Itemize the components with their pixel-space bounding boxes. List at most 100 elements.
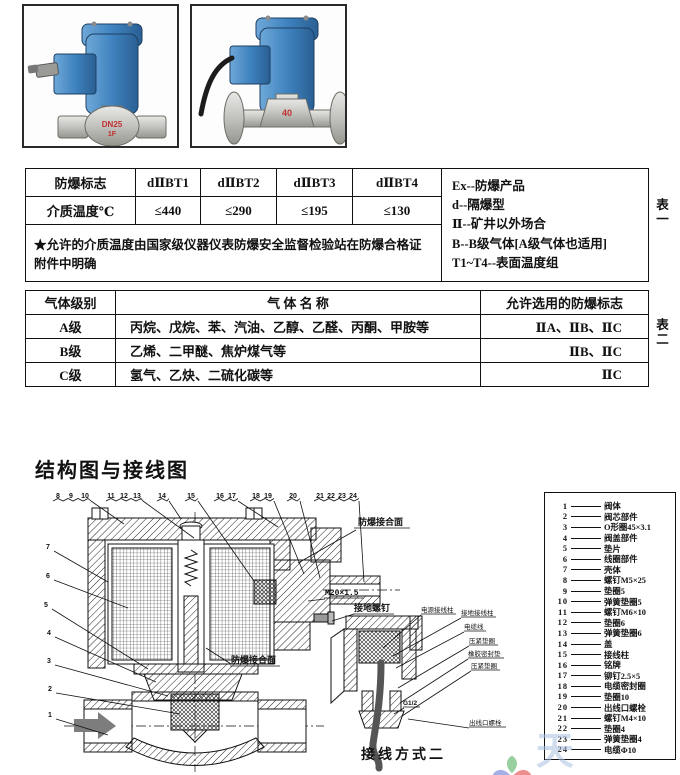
t2-header-grade: 气体级别 (25, 290, 116, 315)
callout-number: 21 (316, 493, 324, 500)
callout-group-mark (213, 498, 239, 502)
label-press-washer-1: 压紧垫圈 (469, 636, 495, 645)
callout-leader (55, 692, 181, 715)
callout-number: 8 (56, 493, 60, 500)
callout-number: 3 (47, 658, 51, 665)
t2-grade: C级 (25, 362, 116, 387)
callout-leader (54, 636, 157, 683)
callout-number: 19 (264, 493, 272, 500)
t1-cell: dⅡBT3 (276, 168, 353, 197)
label-rubber-seal: 橡胶密封垫 (468, 649, 501, 658)
section-title: 结构图与接线图 (35, 460, 189, 482)
t2-gases: 氢气、乙炔、二硫化碳等 (115, 362, 481, 387)
callout-leader (55, 718, 109, 736)
main-valve-section (64, 507, 400, 772)
callout-number: 14 (158, 493, 166, 500)
temperature-note: ★允许的介质温度由国家级仪器仪表防爆安全监督检验站在防爆合格证附件中明确 (25, 224, 442, 282)
wiring-method-caption: 接线方式二 (361, 746, 446, 762)
callout-leader (273, 500, 305, 575)
valve-mark-dn25: DN25 (102, 120, 123, 129)
threaded-port-right (135, 115, 167, 139)
legend-line: d--隔爆型 (452, 197, 505, 212)
callout-number: 24 (349, 493, 357, 500)
flange-left (223, 91, 245, 145)
legend-line: T1~T4--表面温度组 (452, 256, 559, 271)
callout-number: 11 (107, 493, 115, 500)
t2-grade: A级 (25, 314, 116, 339)
t1-cell: ≤440 (135, 196, 201, 225)
label-thread-m20: M20×1.5 (325, 589, 359, 598)
callout-group-mark (184, 498, 199, 502)
callout-leader (299, 500, 321, 579)
t2-gases: 丙烷、戊烷、苯、汽油、乙醇、乙醛、丙酮、甲胺等 (115, 314, 481, 339)
t1-cell: dⅡBT2 (200, 168, 277, 197)
legend-line: Ⅱ--矿井以外场合 (452, 217, 546, 232)
junction-box (53, 53, 97, 95)
label-press-washer-2: 压紧垫圈 (471, 661, 497, 670)
callout-number: 23 (338, 493, 346, 500)
callout-group-mark (313, 498, 360, 502)
t1-row2-label: 介质温度℃ (25, 196, 136, 225)
callout-group-mark (105, 497, 144, 502)
t2-marks: ⅡC (480, 362, 649, 387)
callout-number: 17 (228, 493, 236, 500)
product-photo-flanged-valve: 40 (190, 4, 351, 148)
t2-gases: 乙烯、二甲醚、焦炉煤气等 (115, 338, 481, 363)
callout-group-mark (156, 498, 170, 502)
callout-leader (90, 500, 125, 525)
callout-leader (168, 500, 182, 520)
callout-leader (358, 500, 365, 583)
label-ground-screw: 接地螺钉 (354, 602, 390, 613)
cable-in-detail (369, 659, 385, 772)
callout-number: 10 (81, 493, 89, 500)
callout-number: 16 (216, 493, 224, 500)
label-joint-face-bottom: 防爆接合面 (231, 654, 276, 665)
table2-side-label: 表二 (654, 318, 668, 347)
gas-class-table: 气体级别 气 体 名 称 允许选用的防爆标志 A级 丙烷、戊烷、苯、汽油、乙醇、… (25, 290, 649, 387)
t2-marks: ⅡA、ⅡB、ⅡC (480, 314, 649, 339)
threaded-valve-illustration: DN25 1F (27, 21, 167, 147)
label-power-terminal: 电源接线柱 (421, 605, 454, 614)
valve-mark-1f: 1F (108, 131, 117, 138)
callout-leader (53, 550, 109, 583)
t1-cell: ≤195 (276, 196, 353, 225)
valve-body (259, 98, 315, 128)
explosion-proof-marking-table: 防爆标志 dⅡBT1 dⅡBT2 dⅡBT3 dⅡBT4 Ex--防爆产品 d-… (25, 168, 649, 282)
callout-number: 9 (69, 493, 73, 500)
t1-row1-label: 防爆标志 (25, 168, 136, 197)
callout-leader (54, 664, 169, 697)
callout-leader (197, 500, 255, 582)
callout-number: 15 (187, 493, 195, 500)
label-cable-wire: 电缆线 (464, 622, 484, 631)
callout-number: 13 (133, 493, 141, 500)
callout-number: 2 (48, 686, 52, 693)
callout-group-mark (286, 498, 301, 502)
product-photo-threaded-valve: DN25 1F (22, 4, 179, 148)
structure-diagram: 防爆接合面 M20×1.5 接地螺钉 防爆接合面 电源接线柱 接地接线柱 电缆线… (44, 493, 506, 772)
t2-marks: ⅡB、ⅡC (480, 338, 649, 363)
flange-right (329, 91, 351, 145)
callout-number: 5 (44, 602, 48, 609)
